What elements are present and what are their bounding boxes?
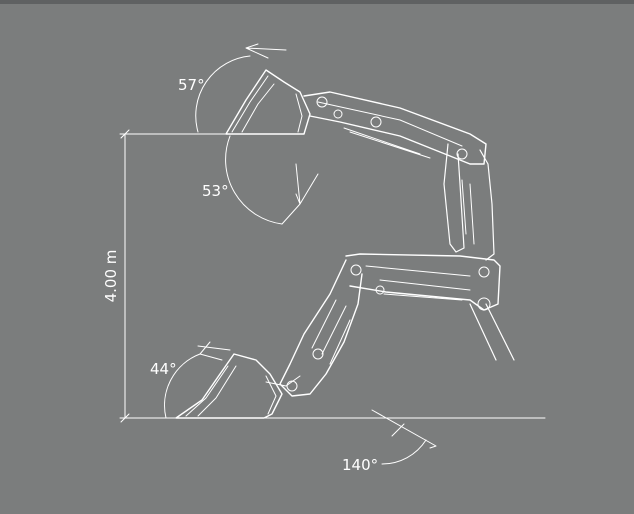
angle-top-dump-label: 53°: [202, 182, 229, 200]
bucket-lowered: [175, 353, 301, 419]
height-label: 4.00 m: [102, 250, 120, 303]
angle-arcs: [164, 43, 437, 465]
loader-diagram: 4.00 m: [102, 43, 546, 474]
bucket-raised: [225, 69, 311, 135]
boom-raised: [303, 91, 495, 261]
angle-ground-label: 140°: [342, 456, 378, 474]
height-dimension: [119, 129, 231, 423]
boom-lowered: [279, 253, 515, 397]
angle-bottom-rollback-label: 44°: [150, 360, 177, 378]
angle-top-tilt-label: 57°: [178, 76, 205, 94]
